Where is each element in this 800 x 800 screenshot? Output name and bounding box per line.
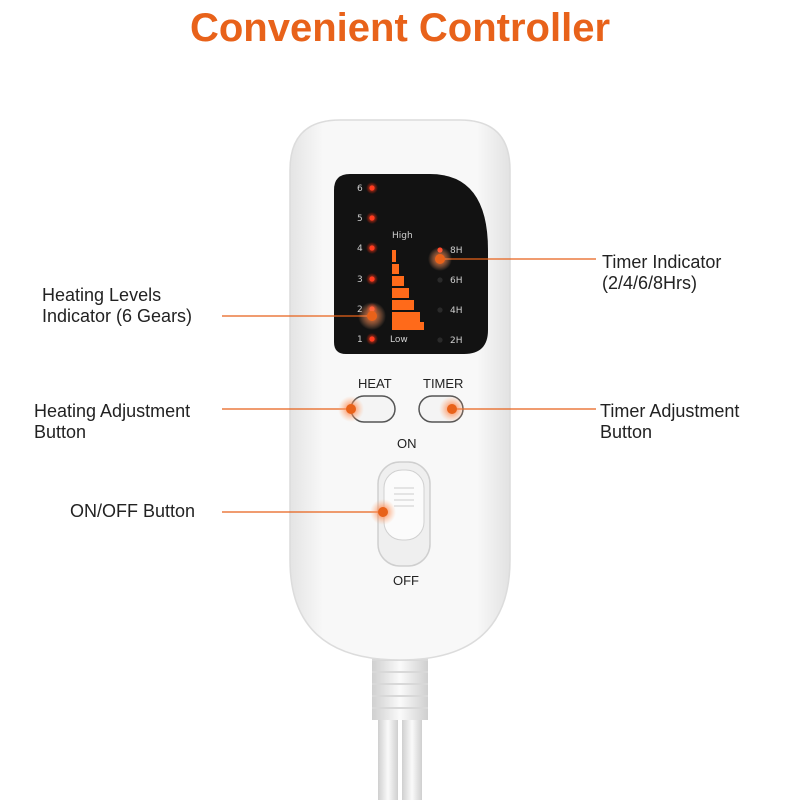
timer-led [437, 277, 443, 283]
switch-grip-icon [394, 487, 414, 507]
heat-level-number: 3 [357, 275, 363, 285]
timer-adjust-callout: Timer Adjustment Button [600, 401, 739, 443]
heating-levels-callout: Heating Levels Indicator (6 Gears) [42, 285, 192, 327]
timer-adjust-line1: Timer Adjustment [600, 401, 740, 421]
timer-label: 8H [450, 246, 463, 256]
timer-led [437, 307, 443, 313]
timer-led [437, 337, 443, 343]
heating-levels-line2: Indicator (6 Gears) [42, 306, 193, 326]
timer-indicator-line2: (2/4/6/8Hrs) [602, 273, 698, 293]
timer-adjust-line2: Button [600, 422, 653, 442]
heat-level-number: 4 [357, 244, 363, 254]
heat-level-led [369, 336, 375, 342]
callout-markers [338, 247, 465, 525]
timer-label: 2H [450, 336, 463, 346]
heating-adjust-line2: Button [34, 422, 87, 442]
page-title: Convenient Controller [189, 6, 611, 50]
timer-indicator-callout: Timer Indicator (2/4/6/8Hrs) [602, 252, 721, 294]
heat-level-number: 5 [357, 214, 363, 224]
heat-level-number: 1 [357, 335, 363, 345]
heat-level-led [369, 185, 375, 191]
heating-adjust-callout: Heating Adjustment Button [34, 401, 190, 443]
heat-level-bars [392, 250, 424, 330]
heat-button-label: HEAT [358, 376, 392, 391]
power-cable [372, 640, 428, 800]
high-label: High [392, 231, 413, 241]
callout-lines [222, 258, 596, 513]
on-label: ON [397, 436, 417, 451]
onoff-callout: ON/OFF Button [70, 501, 195, 522]
timer-button-label: TIMER [423, 376, 463, 391]
heating-levels-line1: Heating Levels [42, 285, 162, 305]
heat-level-led [369, 245, 375, 251]
heat-level-number: 6 [357, 184, 363, 194]
heat-level-led [369, 276, 375, 282]
timer-label: 4H [450, 306, 463, 316]
timer-indicator-line1: Timer Indicator [602, 252, 722, 272]
timer-label: 6H [450, 276, 463, 286]
onoff-line1: ON/OFF Button [70, 501, 196, 521]
heat-level-led [369, 215, 375, 221]
off-label: OFF [393, 573, 419, 588]
low-label: Low [390, 335, 408, 345]
heating-adjust-line1: Heating Adjustment [34, 401, 191, 421]
